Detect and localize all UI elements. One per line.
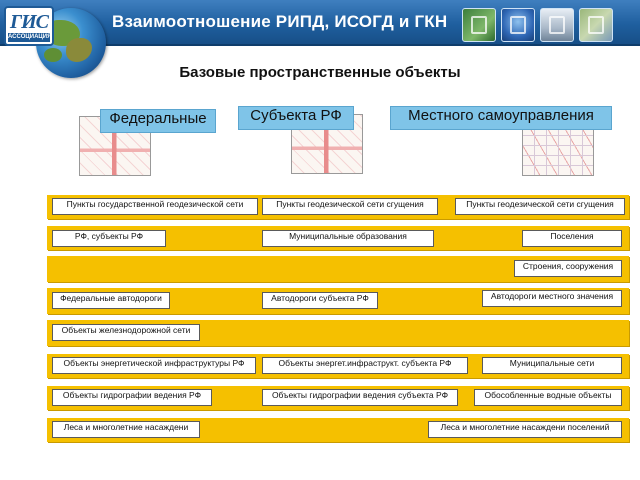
- tag-subject: Объекты гидрографии ведения субъекта РФ: [262, 389, 458, 406]
- tag-local: Автодороги местного значения: [482, 290, 622, 307]
- box-software-icon: [462, 8, 496, 42]
- tag-local: Леса и многолетние насаждени поселений: [428, 421, 622, 438]
- tag-local: Муниципальные сети: [482, 357, 622, 374]
- tag-federal: Леса и многолетние насаждени: [52, 421, 200, 438]
- column-header-federal: Федеральные: [100, 109, 216, 133]
- gis-association-logo: ГИС АССОЦИАЦИЯ: [4, 6, 54, 46]
- tag-local: Строения, сооружения: [514, 260, 622, 277]
- column-header-local: Местного самоуправления: [390, 106, 612, 130]
- tag-subject: Объекты энергет.инфраструкт. субъекта РФ: [262, 357, 468, 374]
- tag-federal: Объекты железнодорожной сети: [52, 324, 200, 341]
- logo-text: ГИС: [10, 11, 49, 33]
- tag-federal: Пункты государственной геодезической сет…: [52, 198, 258, 215]
- column-header-subject: Субъекта РФ: [238, 106, 354, 130]
- tag-subject: Муниципальные образования: [262, 230, 434, 247]
- title-bar: Взаимоотношение РИПД, ИСОГД и ГКН: [0, 0, 640, 46]
- tag-local: Обособленные водные объекты: [474, 389, 622, 406]
- tag-subject: Пункты геодезической сети сгущения: [262, 198, 438, 215]
- globe-receiver-icon: [501, 8, 535, 42]
- section-subtitle: Базовые пространственные объекты: [179, 64, 461, 81]
- tag-federal: Объекты энергетической инфраструктуры РФ: [52, 357, 256, 374]
- tag-federal: Объекты гидрографии ведения РФ: [52, 389, 212, 406]
- buildings-icon: [540, 8, 574, 42]
- logo-subtext: АССОЦИАЦИЯ: [8, 33, 52, 42]
- tag-federal: Федеральные автодороги: [52, 292, 170, 309]
- tag-local: Пункты геодезической сети сгущения: [455, 198, 625, 215]
- tag-subject: Автодороги субъекта РФ: [262, 292, 378, 309]
- tag-local: Поселения: [522, 230, 622, 247]
- aerial-map-icon: [579, 8, 613, 42]
- tag-federal: РФ, субъекты РФ: [52, 230, 166, 247]
- page-title: Взаимоотношение РИПД, ИСОГД и ГКН: [112, 12, 448, 31]
